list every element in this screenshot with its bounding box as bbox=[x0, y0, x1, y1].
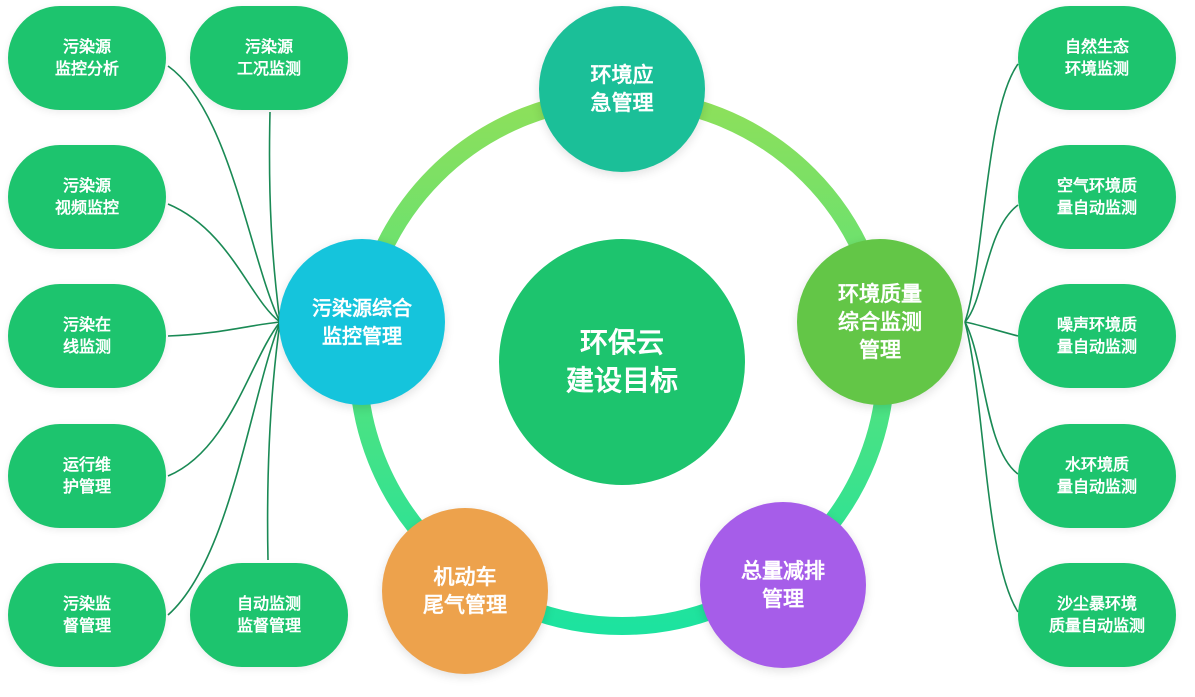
pill-water-quality-monitor: 水环境质 量自动监测 bbox=[1018, 424, 1176, 528]
pill-sandstorm-quality-monitor: 沙尘暴环境 质量自动监测 bbox=[1018, 563, 1176, 667]
pill-pollution-video-monitor: 污染源 视频监控 bbox=[8, 145, 166, 249]
pill-noise-quality-monitor: 噪声环境质 量自动监测 bbox=[1018, 284, 1176, 388]
pill-pollution-condition-monitor: 污染源 工况监测 bbox=[190, 6, 348, 110]
node-emission-reduction-management: 总量减排 管理 bbox=[700, 502, 866, 668]
pill-auto-monitor-supervision: 自动监测 监督管理 bbox=[190, 563, 348, 667]
pill-pollution-online-monitor: 污染在 线监测 bbox=[8, 284, 166, 388]
pill-ecology-monitor: 自然生态 环境监测 bbox=[1018, 6, 1176, 110]
node-environment-emergency: 环境应 急管理 bbox=[539, 6, 705, 172]
node-vehicle-exhaust-management: 机动车 尾气管理 bbox=[382, 508, 548, 674]
pill-pollution-monitor-analysis: 污染源 监控分析 bbox=[8, 6, 166, 110]
left-connectors bbox=[167, 65, 281, 616]
pill-pollution-supervision: 污染监 督管理 bbox=[8, 563, 166, 667]
node-environment-quality-management: 环境质量 综合监测 管理 bbox=[797, 239, 963, 405]
pill-operation-maintenance: 运行维 护管理 bbox=[8, 424, 166, 528]
pill-air-quality-monitor: 空气环境质 量自动监测 bbox=[1018, 145, 1176, 249]
node-pollution-source-management: 污染源综合 监控管理 bbox=[279, 239, 445, 405]
right-connectors bbox=[964, 63, 1019, 613]
center-goal-circle: 环保云 建设目标 bbox=[499, 239, 745, 485]
